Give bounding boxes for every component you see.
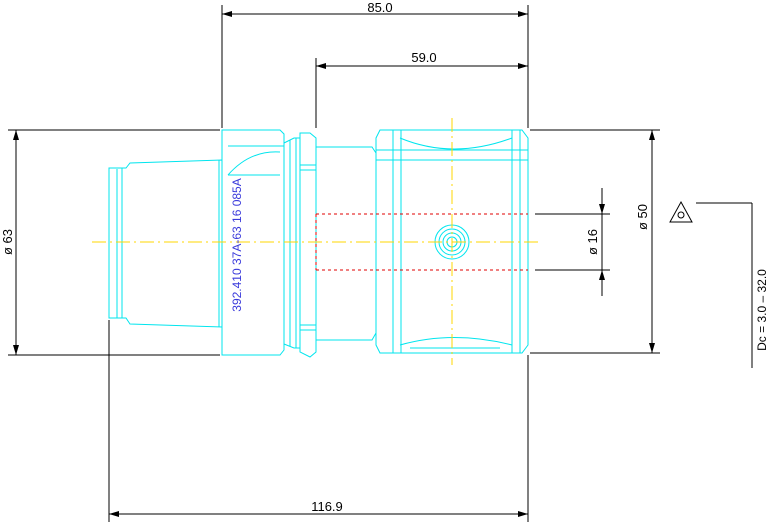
dim-dc-range: Dc = 3.0 – 32.0 bbox=[755, 269, 767, 351]
dim-116-9: 116.9 bbox=[311, 499, 343, 514]
dimension-lines bbox=[8, 5, 753, 522]
dim-85: 85.0 bbox=[367, 0, 392, 15]
arrowheads bbox=[13, 11, 655, 517]
centerlines bbox=[92, 118, 540, 365]
dim-dia-63: ø 63 bbox=[0, 229, 15, 255]
shank-left bbox=[108, 159, 223, 328]
groove bbox=[283, 137, 301, 349]
insert-triangle-icon bbox=[669, 200, 693, 223]
flange-63 bbox=[221, 129, 285, 356]
dim-59: 59.0 bbox=[411, 50, 436, 65]
hidden-bore bbox=[315, 213, 528, 271]
dim-dia-16: ø 16 bbox=[585, 229, 600, 255]
part-outline bbox=[108, 129, 529, 358]
dim-dia-50: ø 50 bbox=[635, 204, 650, 230]
head-body bbox=[375, 129, 529, 354]
neck bbox=[315, 146, 377, 341]
part-number: 392.410 37A-63 16 085A bbox=[230, 178, 244, 311]
